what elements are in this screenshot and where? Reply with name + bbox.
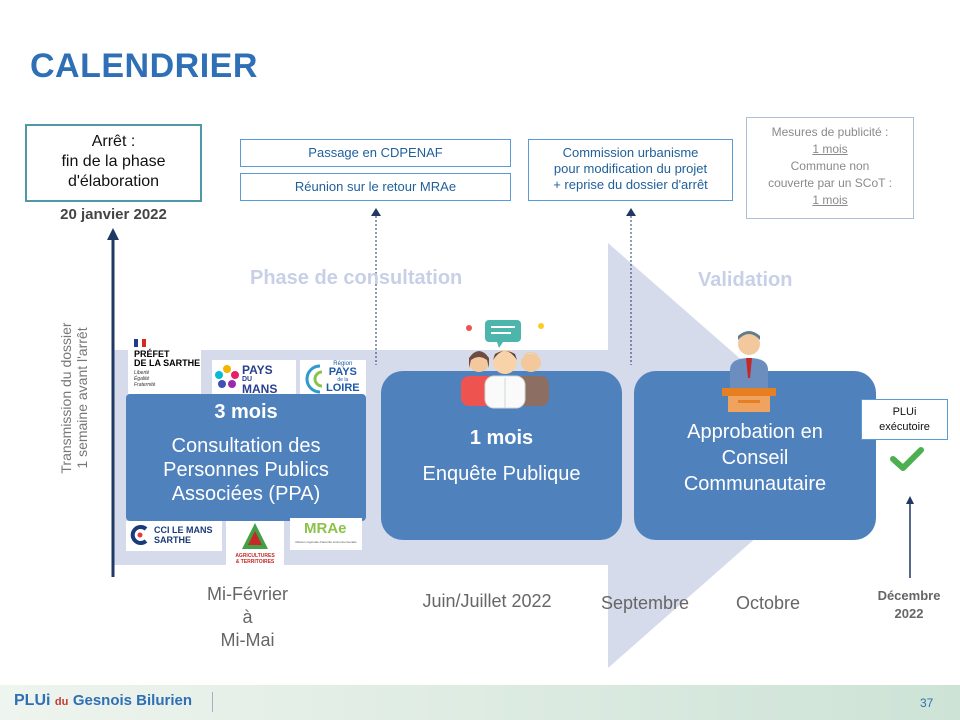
stage1-duration: 3 mois [214, 401, 278, 423]
mrae-meeting-box: Réunion sur le retour MRAe [240, 173, 511, 201]
footer-bar [0, 685, 960, 720]
pays-mans-line1: PAYS [242, 363, 273, 377]
agri-line2: & TERRITOIRES [235, 559, 275, 565]
commission-line3: + reprise du dossier d'arrêt [553, 177, 708, 192]
pays-du-mans-logo: PAYS DU MANS [212, 360, 296, 396]
date-mif-line2: à [242, 607, 253, 627]
commission-line2: pour modification du projet [553, 161, 708, 176]
pays-mans-line3: MANS [242, 382, 278, 396]
commission-box: Commission urbanisme pour modification d… [528, 139, 733, 201]
date-mi-fevrier-mi-mai: Mi-Février à Mi-Mai [190, 583, 305, 652]
region-line3: de la [337, 377, 349, 383]
region-pays-loire-logo: Région PAYS de la LOIRE [300, 360, 366, 398]
stage3-line3: Communautaire [683, 473, 827, 495]
date-mif-line1: Mi-Février [207, 584, 288, 604]
publicity-line3: Commune non [790, 159, 870, 173]
cci-line1: CCI LE MANS [154, 525, 213, 535]
publicity-duration-2: 1 mois [812, 193, 848, 207]
stage1-line1: Consultation des [171, 435, 321, 457]
arret-date: 20 janvier 2022 [60, 206, 167, 223]
footer-brand-a: PLUi [14, 692, 51, 709]
pays-mans-line2: DU [242, 376, 253, 383]
region-line2: PAYS [328, 366, 357, 378]
mrae-logo-text: MRAe [304, 520, 347, 537]
mrae-logo: MRAe Mission régionale d'autorité enviro… [290, 518, 362, 550]
publicity-duration-1: 1 mois [812, 142, 848, 156]
region-line1: Région [333, 361, 353, 367]
arret-line2: fin de la phase [61, 153, 166, 170]
cci-logo: CCI LE MANS SARTHE [126, 521, 222, 551]
publicity-line1: Mesures de publicité : [771, 125, 889, 139]
plui-executoire-box: PLUi exécutoire [861, 399, 948, 440]
stage-consultation-ppa: 3 mois Consultation des Personnes Public… [126, 394, 366, 521]
stage3-line1: Approbation en [687, 421, 823, 443]
region-line4: LOIRE [326, 382, 360, 394]
plui-line2: exécutoire [879, 421, 930, 433]
stage3-line2: Conseil [721, 447, 789, 469]
date-dec-line2: 2022 [894, 606, 924, 621]
page-number: 37 [920, 696, 934, 710]
date-dec-line1: Décembre [877, 588, 941, 603]
date-juin-juillet: Juin/Juillet 2022 [422, 591, 552, 611]
page-title: CALENDRIER [30, 47, 258, 85]
transmission-line1: Transmission du dossier [58, 322, 74, 474]
cdpenaf-box: Passage en CDPENAF [240, 139, 511, 167]
date-mif-line3: Mi-Mai [220, 630, 275, 650]
date-octobre: Octobre [735, 593, 801, 613]
plui-line1: PLUi [892, 406, 917, 418]
stage1-line3: Associées (PPA) [171, 483, 321, 505]
prefet-line4: Égalité [134, 376, 150, 382]
arret-box: Arrêt : fin de la phase d'élaboration [25, 124, 202, 202]
prefet-line3: Liberté [134, 370, 150, 376]
prefet-logo: PRÉFET DE LA SARTHE Liberté Égalité Frat… [128, 336, 201, 394]
agricultures-territoires-logo: AGRICULTURES & TERRITOIRES [226, 521, 284, 571]
arret-line1: Arrêt : [91, 133, 136, 150]
stage2-duration: 1 mois [469, 427, 534, 449]
mrae-logo-subtitle: Mission régionale d'autorité environneme… [295, 540, 357, 544]
people-discussion-icon [461, 320, 549, 409]
date-decembre: Décembre 2022 [862, 587, 956, 623]
footer-brand-logo: PLUi du Gesnois Bilurien [14, 692, 192, 710]
date-septembre: Septembre [600, 593, 690, 613]
publicity-box: Mesures de publicité : 1 mois Commune no… [746, 117, 914, 219]
phase-consultation-label: Phase de consultation [250, 267, 463, 289]
cci-line2: SARTHE [154, 535, 192, 545]
footer-brand-c: Gesnois Bilurien [72, 692, 193, 709]
footer-divider [212, 692, 213, 712]
arret-line3: d'élaboration [67, 173, 160, 190]
prefet-line2: DE LA SARTHE [134, 358, 201, 368]
phase-validation-label: Validation [698, 269, 793, 291]
agri-line1: AGRICULTURES [235, 553, 275, 559]
footer-brand-b: du [54, 696, 69, 708]
stage1-line2: Personnes Publics [163, 459, 329, 481]
prefet-line5: Fraternité [134, 382, 156, 388]
commission-line1: Commission urbanisme [562, 145, 699, 160]
stage2-line1: Enquête Publique [422, 463, 581, 485]
speaker-podium-icon [722, 331, 776, 412]
checkmark-icon [890, 447, 924, 471]
prefet-line1: PRÉFET [134, 349, 170, 359]
publicity-line4: couverte par un SCoT : [768, 176, 892, 190]
transmission-line2: 1 semaine avant l'arrêt [74, 327, 90, 469]
